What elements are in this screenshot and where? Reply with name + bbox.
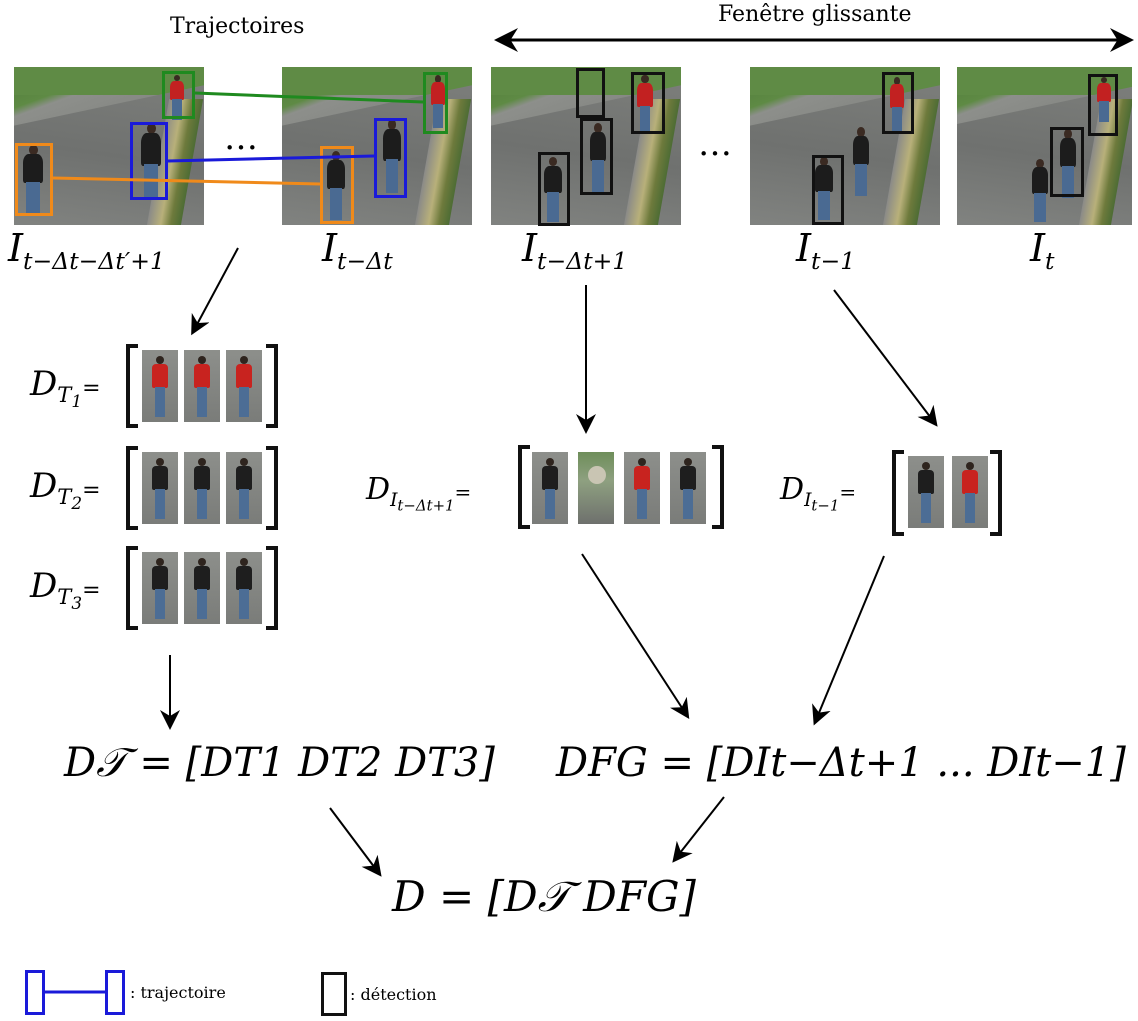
dt2-bracket-left [126,446,138,530]
dt1-thumb-2 [184,350,220,422]
dt3-bracket-right [266,546,278,630]
dt3-thumb-2 [184,552,220,624]
trajectory-box-orange-frame1 [15,143,53,216]
frame-5-image [957,67,1132,225]
dt1-thumb-1 [142,350,178,422]
detection-box-frame4-a [882,72,914,134]
dict-di2-label: DIt−1= [780,472,857,514]
dt2-thumb-2 [184,452,220,524]
detection-box-frame3-b [631,72,665,134]
detection-box-frame3-c [580,118,613,195]
frame-label-1: It−Δt−Δt′+1 [8,226,165,276]
legend-trajectoire-label: : trajectoire [130,983,226,1002]
arrow-di2-to-dfg [812,555,885,726]
detection-box-frame5-a [1088,74,1118,136]
di2-bracket-right [990,450,1002,536]
frame-label-2: It−Δt [322,226,393,276]
dt3-bracket-left [126,546,138,630]
frame-2-image [282,67,472,225]
dt3-thumb-1 [142,552,178,624]
legend-trajectoire-box-right [105,970,125,1015]
di1-bracket-right [712,445,724,529]
di2-bracket-left [892,450,904,536]
trajectory-box-green-frame2 [423,72,448,134]
ellipsis-right: … [698,124,732,164]
arrow-frame1-to-dt1 [191,247,239,336]
dt3-thumb-3 [226,552,262,624]
trajectory-box-blue-frame1 [130,122,168,200]
legend-detection-label: : détection [350,985,437,1004]
frame-3-image [491,67,681,225]
dict-dt2-label: DT2= [30,466,101,514]
frame-4-image [750,67,940,225]
detection-box-frame5-b [1050,127,1084,197]
equation-d-fg: DFG = [DIt−Δt+1 ... DIt−1] [556,740,1126,786]
dt2-bracket-right [266,446,278,530]
dict-dt1-label: DT1= [30,364,101,412]
frame-label-5: It [1030,226,1055,276]
trajectory-box-orange-frame2 [320,146,354,224]
dt2-thumb-1 [142,452,178,524]
frame-label-4: It−1 [796,226,856,276]
equation-d-final: D = [D𝒯 DFG] [392,872,696,921]
di2-thumb-2 [952,456,988,528]
di1-thumb-3 [624,452,660,524]
equation-d-trajectoires: D𝒯 = [DT1 DT2 DT3] [64,740,495,786]
dt2-thumb-3 [226,452,262,524]
dt1-bracket-right [266,344,278,428]
detection-box-frame4-b [812,155,844,225]
arrow-di1-to-dfg [581,553,690,720]
dict-di1-label: DIt−Δt+1= [366,472,472,514]
di1-thumb-1 [532,452,568,524]
detection-box-frame3-a [576,68,605,118]
arrow-dtraj-to-d [329,807,382,877]
fenetre-glissante-title: Fenêtre glissante [718,2,912,27]
dict-dt3-label: DT3= [30,566,101,614]
di1-thumb-4 [670,452,706,524]
arrow-dfg-to-d [672,796,725,863]
dt1-thumb-3 [226,350,262,422]
frame-label-3: It−Δt+1 [522,226,628,276]
trajectory-line-blue [167,154,375,163]
detection-box-frame3-d [538,152,570,226]
ellipsis-left: … [224,118,258,158]
di1-bracket-left [518,445,530,529]
arrow-frame4-to-di2 [833,289,938,427]
di2-thumb-1 [908,456,944,528]
trajectory-line-green [194,91,424,104]
trajectory-line-orange [52,176,321,186]
trajectoires-title: Trajectoires [170,14,305,39]
trajectory-box-green-frame1 [162,71,195,119]
legend-trajectoire-box-left [25,970,45,1015]
di1-thumb-2 [578,452,614,524]
trajectory-box-blue-frame2 [374,118,407,198]
dt1-bracket-left [126,344,138,428]
legend-detection-box [321,972,347,1016]
